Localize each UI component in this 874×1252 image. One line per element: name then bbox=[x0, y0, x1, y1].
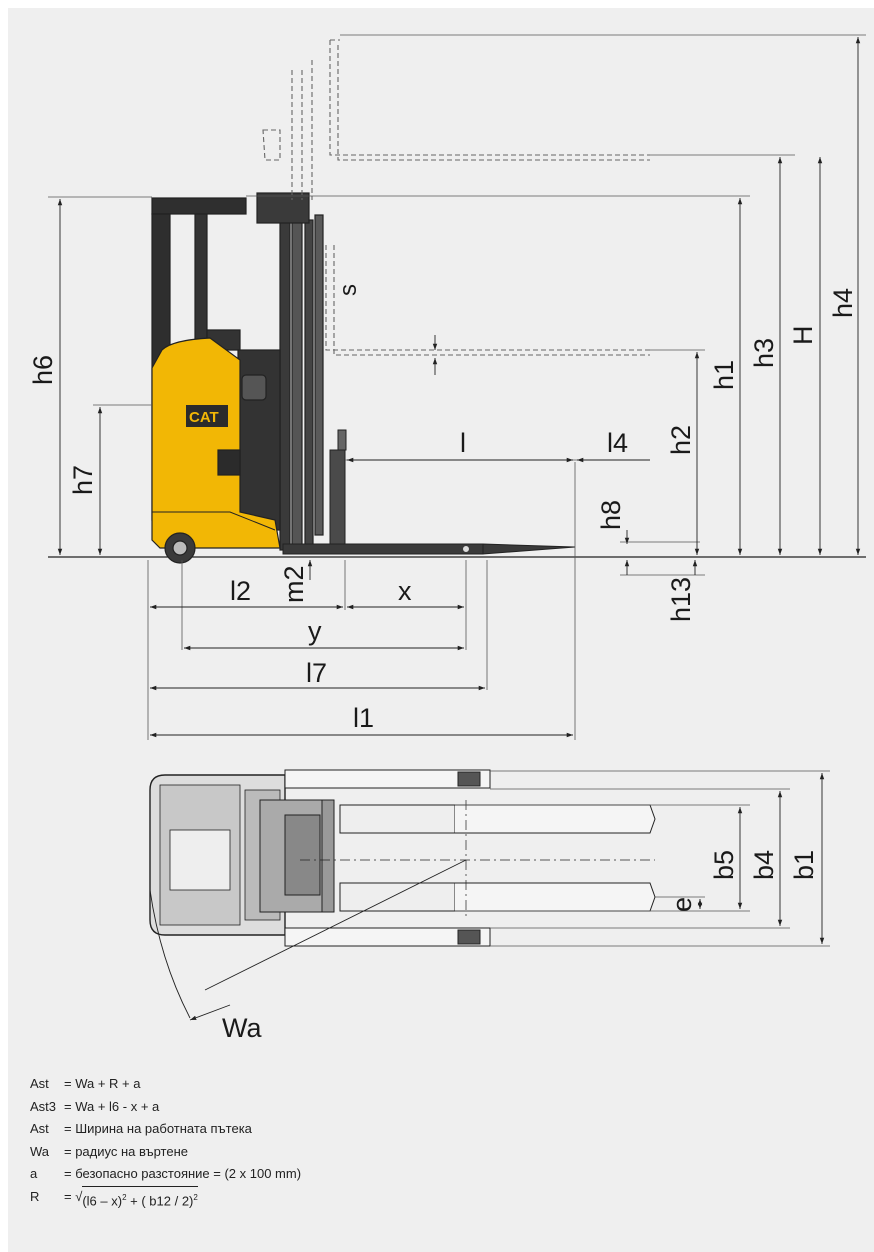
straddle-leg-upper bbox=[284, 769, 491, 789]
plan-fork-upper bbox=[455, 804, 656, 834]
plan-labels: Wa e b5 b4 b1 bbox=[222, 850, 819, 1043]
plan-fork-lower bbox=[455, 882, 656, 912]
plan-view bbox=[149, 769, 830, 1021]
label-y: y bbox=[308, 616, 322, 646]
label-h7: h7 bbox=[68, 465, 98, 495]
label-h2: h2 bbox=[666, 425, 696, 455]
label-l: l bbox=[460, 428, 466, 458]
note-row: Ast= Wa + R + a bbox=[30, 1076, 141, 1091]
label-h3: h3 bbox=[749, 338, 779, 368]
svg-text:CAT: CAT bbox=[189, 409, 219, 426]
label-h6: h6 bbox=[28, 355, 58, 385]
label-h8: h8 bbox=[596, 500, 626, 530]
label-l2: l2 bbox=[230, 576, 251, 606]
raised-fork-mid bbox=[325, 245, 650, 356]
label-x: x bbox=[398, 576, 412, 606]
note-row: Ast= Ширина на работната пътека bbox=[30, 1121, 252, 1137]
label-b5: b5 bbox=[709, 850, 739, 880]
label-Wa: Wa bbox=[222, 1013, 262, 1043]
carriage bbox=[329, 429, 347, 546]
mast bbox=[256, 192, 324, 551]
label-l7: l7 bbox=[306, 658, 327, 688]
note-row: Ast3= Wa + l6 - x + a bbox=[30, 1098, 160, 1114]
side-view: CAT bbox=[48, 34, 866, 740]
raised-fork-top bbox=[262, 39, 650, 200]
label-m2: m2 bbox=[279, 565, 309, 603]
label-s: s bbox=[335, 284, 362, 296]
fork-tip bbox=[482, 543, 576, 555]
label-l1: l1 bbox=[353, 703, 374, 733]
label-e: e bbox=[667, 897, 697, 912]
note-row: a= безопасно разстояние = (2 x 100 mm) bbox=[30, 1166, 302, 1182]
label-h1: h1 bbox=[709, 360, 739, 390]
label-h4: h4 bbox=[828, 288, 858, 318]
yellow-chassis bbox=[151, 337, 281, 549]
label-l4: l4 bbox=[607, 428, 628, 458]
label-h13: h13 bbox=[666, 577, 696, 622]
formula-R: R = √(l6 – x)2 + ( b12 / 2)2 bbox=[30, 1185, 301, 1213]
fork-lowered bbox=[282, 543, 484, 555]
label-b4: b4 bbox=[749, 850, 779, 880]
note-row: Wa= радиус на въртене bbox=[30, 1143, 188, 1159]
label-H: H bbox=[788, 326, 818, 346]
legend-notes: Ast= Wa + R + a Ast3= Wa + l6 - x + a As… bbox=[30, 1073, 301, 1213]
straddle-leg-lower bbox=[284, 927, 491, 947]
side-labels: h6 h7 s l l4 h8 h2 h1 h3 H h4 h13 m2 l2 … bbox=[28, 284, 858, 733]
truck-body bbox=[151, 197, 281, 564]
label-b1: b1 bbox=[789, 850, 819, 880]
cat-logo: CAT bbox=[186, 405, 228, 427]
